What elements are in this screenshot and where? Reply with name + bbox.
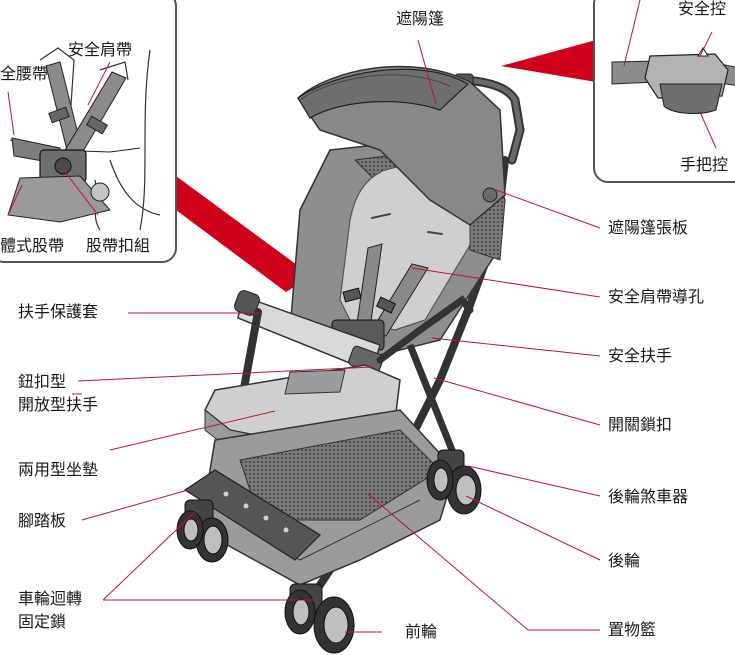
inset-left-pointer — [176, 176, 312, 292]
label-safety-handle: 安全扶手 — [608, 346, 673, 365]
label-safety-control: 安全控 — [678, 0, 727, 18]
label-basket: 置物籃 — [608, 620, 657, 639]
label-crotch-strap: 體式股帶 — [0, 236, 65, 255]
inset-right-pointer — [501, 40, 596, 82]
label-handle-control: 手把控 — [680, 155, 729, 174]
label-rear-wheel: 後輪 — [608, 551, 641, 570]
label-canopy: 遮陽篷 — [396, 9, 445, 28]
label-buckle-set: 股帶扣組 — [86, 236, 151, 255]
label-handle-cover: 扶手保護套 — [18, 302, 99, 321]
inset-right — [593, 0, 735, 183]
label-wheel-lock: 車輪迴轉 固定鎖 — [18, 589, 83, 631]
label-shoulder-strap-guide: 安全肩帶導孔 — [608, 287, 705, 306]
label-rear-brake: 後輪煞車器 — [608, 487, 689, 506]
label-waist-strap: 全腰帶 — [0, 64, 49, 83]
label-shoulder-strap: 安全肩帶 — [68, 40, 133, 59]
label-front-wheel: 前輪 — [405, 622, 438, 641]
stroller-illustration — [176, 65, 525, 654]
label-fold-lock: 開關鎖扣 — [608, 415, 673, 434]
label-seat-pad: 兩用型坐墊 — [18, 460, 99, 479]
label-buckle-handle: 鈕扣型 開放型扶手 — [18, 372, 99, 414]
label-footrest: 腳踏板 — [18, 511, 67, 530]
leader-lines — [72, 39, 601, 633]
inset-left — [0, 0, 177, 263]
label-canopy-visor: 遮陽篷張板 — [608, 218, 689, 237]
